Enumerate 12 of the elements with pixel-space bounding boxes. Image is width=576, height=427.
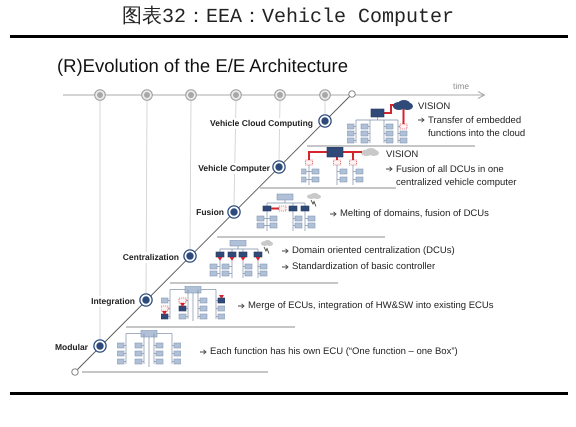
axis-label: time bbox=[453, 80, 470, 92]
stage-label: Centralization bbox=[122, 252, 179, 262]
stage-label: Vehicle Computer bbox=[198, 162, 270, 174]
stage-label: Fusion bbox=[196, 206, 224, 218]
stage-label: Integration bbox=[91, 296, 135, 306]
stage-label: Modular bbox=[54, 342, 88, 352]
stage-label: Vehicle Cloud Computing bbox=[210, 118, 313, 128]
description-text: Each function has his own ECU (“One function – one Box”) bbox=[210, 346, 458, 358]
description-text: Merge of ECUs, integration of HW&SW into existing ECUs bbox=[248, 300, 494, 312]
figure-title: 图表32：EEA：Vehicle Computer bbox=[122, 5, 454, 31]
description-text: Melting of domains, fusion of DCUs bbox=[340, 208, 489, 220]
description-text: Domain oriented centralization (DCUs) bbox=[292, 245, 455, 257]
